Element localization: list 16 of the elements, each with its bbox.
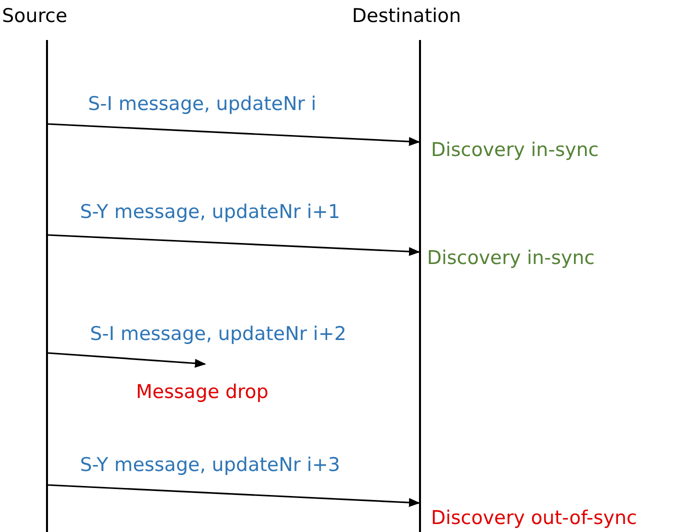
edge-label: S-I message, updateNr i+2 [90, 322, 346, 346]
edge-label: S-Y message, updateNr i+1 [80, 200, 340, 224]
lifeline [419, 40, 421, 532]
edge-label: S-I message, updateNr i [88, 92, 316, 116]
edge-label: S-Y message, updateNr i+3 [80, 453, 340, 477]
status-label: Discovery in-sync [431, 138, 599, 162]
message-arrow [48, 484, 420, 507]
message-arrow [48, 123, 420, 146]
participant-label: Destination [352, 4, 462, 28]
status-label: Message drop [136, 380, 268, 404]
lifeline [46, 40, 48, 532]
participant-label: Source [2, 4, 68, 28]
status-label: Discovery in-sync [427, 246, 595, 270]
message-arrow [48, 234, 420, 256]
message-arrow [48, 352, 206, 368]
status-label: Discovery out-of-sync [431, 506, 637, 530]
